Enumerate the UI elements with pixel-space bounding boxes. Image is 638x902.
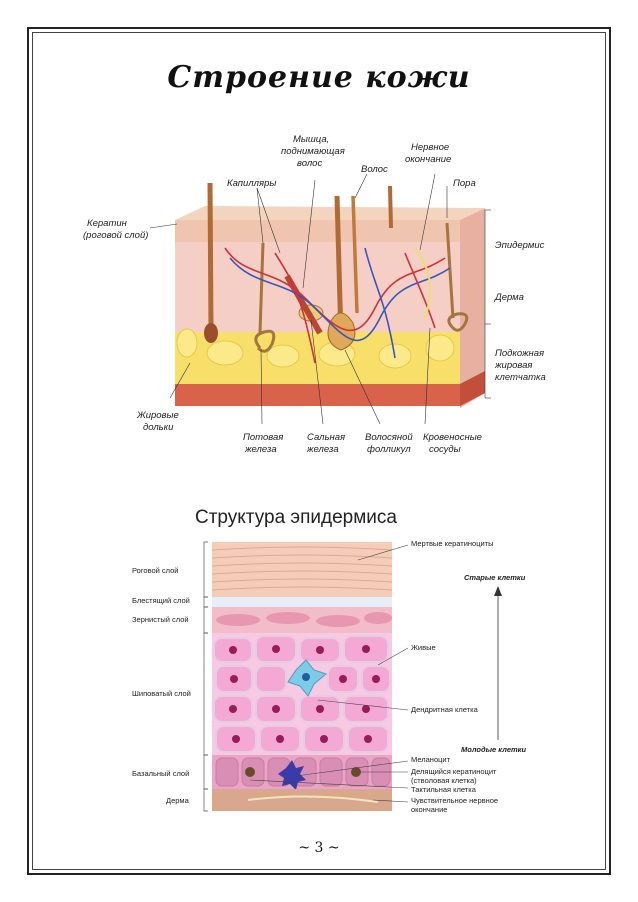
nerve-fiber [414,247,432,319]
label-stratum-corneum: Роговой слой [132,566,179,575]
epidermis-structure-diagram: Роговой слой Блестящий слой Зернистый сл… [132,539,526,814]
page-border-inner [32,32,606,870]
svg-text:поднимающая: поднимающая [281,146,345,157]
svg-text:железа: железа [244,444,277,455]
label-subcutaneous: Подкожная [495,348,544,359]
label-sensory-nerve: Чувствительное нервное [411,796,498,805]
label-sebaceous-gland: Сальная [307,432,345,443]
svg-text:железа: железа [306,444,339,455]
label-dividing-keratinocyte: Делящийся кератиноцит [411,767,497,776]
svg-text:волос: волос [297,158,322,169]
label-arrector-muscle: Мышца, [293,134,329,145]
svg-text:дольки: дольки [143,422,174,433]
svg-text:жировая: жировая [494,360,533,371]
skin-surface-top [175,206,485,220]
label-stratum-granulosum: Зернистый слой [132,615,189,624]
melanocyte [278,760,306,790]
label-alive-cells: Живые [411,643,436,652]
label-dermis: Дерма [166,796,190,805]
label-blood-vessels: Кровеносные [423,432,482,443]
svg-text:окончание: окончание [411,805,447,814]
label-old-cells: Старые клетки [464,573,526,582]
label-nerve-ending: Нервное [411,142,449,153]
label-tactile-cell: Тактильная клетка [411,785,477,794]
page-title: Строение кожи [167,60,471,95]
svg-text:клетчатка: клетчатка [495,372,546,383]
label-stratum-lucidum: Блестящий слой [132,596,190,605]
label-pore: Пора [453,178,476,189]
label-keratin-sub: (роговой слой) [83,230,148,241]
label-young-cells: Молодые клетки [461,745,526,754]
page-border-outer [27,27,611,875]
label-epidermis: Эпидермис [495,240,545,251]
label-dead-keratinocytes: Мертвые кератиноциты [411,539,494,548]
skin-block-side [460,208,485,408]
label-capillaries: Капилляры [227,178,276,189]
svg-text:(стволовая клетка): (стволовая клетка) [411,776,477,785]
skin-structure-diagram: Кератин (роговой слой) Капилляры Мышца, … [83,134,546,455]
epidermis-layer [175,220,460,242]
label-sweat-gland: Потовая [243,432,283,443]
epidermis-figure-title: Структура эпидермиса [195,507,397,528]
page-number: ~ 3 ~ [298,840,340,856]
svg-text:окончание: окончание [405,154,451,165]
label-stratum-spinosum: Шиповатый слой [132,689,191,698]
label-hair-follicle: Волосяной [365,432,413,443]
label-dermis: Дерма [494,292,524,303]
label-melanocyte: Меланоцит [411,755,451,764]
label-fat-lobules: Жировые [136,410,179,421]
blood-vessels [224,247,451,364]
label-stratum-basale: Базальный слой [132,769,189,778]
sweat-glands [254,222,469,353]
label-dendritic-cell: Дендритная клетка [411,705,479,714]
svg-text:сосуды: сосуды [429,444,461,455]
label-hair: Волос [361,164,388,175]
stratum-lucidum [212,597,392,607]
label-keratin: Кератин [87,218,128,229]
dermis-base [212,789,392,811]
deep-tissue-band [175,384,460,406]
svg-text:фолликул: фолликул [367,444,411,455]
sensory-nerve [247,795,379,803]
